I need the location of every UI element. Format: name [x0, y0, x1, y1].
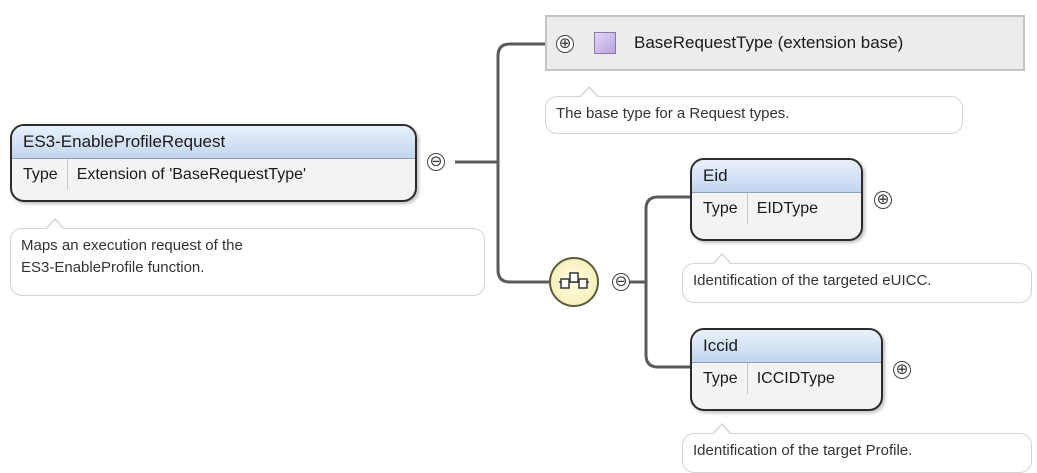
root-doc-line-1: Maps an execution request of the	[21, 237, 243, 254]
root-documentation: Maps an execution request of the ES3-Ena…	[10, 218, 485, 296]
iccid-type-key: Type	[692, 363, 748, 394]
eid-expand-icon[interactable]: ⊕	[874, 191, 892, 209]
root-type-value: Extension of 'BaseRequestType'	[76, 166, 307, 183]
root-type-key: Type	[12, 159, 68, 190]
root-element-box[interactable]: ES3-EnableProfileRequest Type Extension …	[10, 124, 417, 202]
eid-doc-text: Identification of the targeted eUICC.	[682, 263, 1032, 303]
complex-type-icon	[594, 32, 616, 54]
sequence-compositor-icon[interactable]	[549, 257, 599, 307]
base-doc-text: The base type for a Request types.	[545, 96, 963, 134]
eid-type-row: Type EIDType	[692, 193, 861, 224]
iccid-documentation: Identification of the target Profile.	[682, 423, 1032, 473]
child-element-iccid[interactable]: Iccid Type ICCIDType	[690, 328, 883, 411]
eid-element-name: Eid	[692, 160, 861, 193]
base-documentation: The base type for a Request types.	[545, 86, 963, 134]
iccid-type-row: Type ICCIDType	[692, 363, 881, 394]
iccid-type-value: ICCIDType	[756, 370, 835, 387]
child-element-eid[interactable]: Eid Type EIDType	[690, 158, 863, 241]
iccid-expand-icon[interactable]: ⊕	[893, 361, 911, 379]
base-expand-icon[interactable]: ⊕	[556, 35, 574, 53]
base-type-box[interactable]: BaseRequestType (extension base)	[545, 15, 1025, 71]
iccid-element-name: Iccid	[692, 330, 881, 363]
iccid-doc-text: Identification of the target Profile.	[682, 433, 1032, 473]
root-element-name: ES3-EnableProfileRequest	[12, 126, 415, 159]
sequence-glyph-icon	[559, 272, 589, 289]
root-collapse-icon[interactable]: ⊖	[427, 153, 445, 171]
eid-type-value: EIDType	[756, 200, 819, 217]
eid-type-key: Type	[692, 193, 748, 224]
eid-documentation: Identification of the targeted eUICC.	[682, 253, 1032, 303]
base-type-label: BaseRequestType (extension base)	[634, 33, 904, 52]
root-doc-line-2: ES3-EnableProfile function.	[21, 259, 205, 276]
root-type-row: Type Extension of 'BaseRequestType'	[12, 159, 415, 190]
sequence-collapse-icon[interactable]: ⊖	[612, 273, 630, 291]
